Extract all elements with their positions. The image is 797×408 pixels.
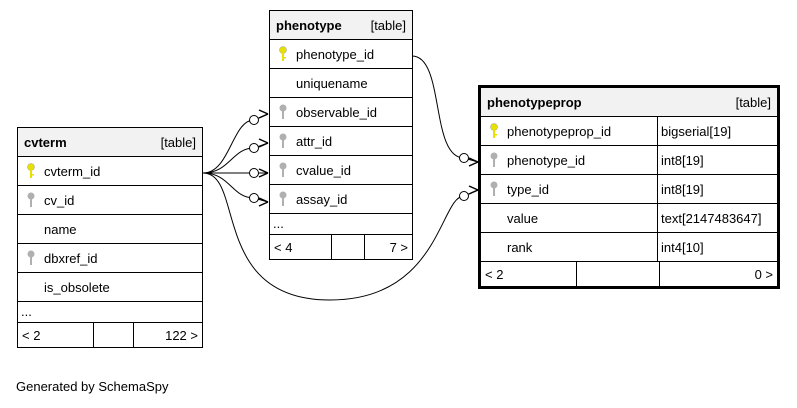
primary-key-icon	[18, 163, 44, 179]
column-row[interactable]: phenotypeprop_id bigserial[19]	[481, 117, 777, 146]
parents-count[interactable]: < 4	[270, 235, 332, 259]
foreign-key-icon	[481, 181, 507, 197]
foreign-key-icon	[481, 152, 507, 168]
column-name: cv_id	[44, 192, 75, 208]
column-name: rank	[507, 239, 533, 255]
column-row[interactable]: assay_id	[270, 185, 412, 214]
foreign-key-icon	[270, 162, 296, 178]
link-cvterm-observable	[202, 113, 269, 174]
column-name: cvterm_id	[44, 163, 101, 179]
children-count[interactable]: 122 >	[165, 327, 198, 343]
column-type: int8[19]	[657, 146, 777, 174]
column-name: phenotypeprop_id	[507, 123, 612, 139]
column-row[interactable]: dbxref_id	[18, 244, 202, 273]
column-type: bigserial[19]	[657, 117, 777, 145]
link-phenotype-phenotypeprop	[411, 55, 479, 163]
column-name: type_id	[507, 181, 549, 197]
column-row[interactable]: uniquename	[270, 69, 412, 98]
column-row[interactable]: cvterm_id	[18, 157, 202, 186]
generated-by-label: Generated by SchemaSpy	[16, 379, 169, 394]
column-type: int8[19]	[657, 175, 777, 203]
table-footer: < 4 7 >	[270, 235, 412, 259]
table-kind: [table]	[735, 94, 771, 110]
table-header: phenotype [table]	[270, 11, 412, 40]
column-row[interactable]: phenotype_id	[270, 40, 412, 69]
column-name: assay_id	[296, 191, 348, 207]
column-row[interactable]: phenotype_id int8[19]	[481, 146, 777, 175]
foreign-key-icon	[270, 104, 296, 120]
column-name: is_obsolete	[44, 279, 110, 295]
column-name: phenotype_id	[507, 152, 586, 168]
column-row[interactable]: cvalue_id	[270, 156, 412, 185]
column-row[interactable]: is_obsolete	[18, 273, 202, 302]
table-name: cvterm	[24, 134, 67, 150]
parents-count[interactable]: < 2	[18, 323, 94, 347]
table-header: phenotypeprop [table]	[481, 88, 777, 117]
table-header: cvterm [table]	[18, 128, 202, 157]
column-row[interactable]: attr_id	[270, 127, 412, 156]
table-kind: [table]	[160, 134, 196, 150]
column-name: cvalue_id	[296, 162, 351, 178]
more-columns: ...	[270, 214, 412, 235]
table-name: phenotype	[276, 17, 342, 33]
primary-key-icon	[270, 46, 296, 62]
primary-key-icon	[481, 123, 507, 139]
column-name: name	[44, 221, 77, 237]
column-row[interactable]: observable_id	[270, 98, 412, 127]
column-row[interactable]: cv_id	[18, 186, 202, 215]
table-footer: < 2 0 >	[481, 262, 777, 286]
column-row[interactable]: rank int4[10]	[481, 233, 777, 262]
table-phenotype[interactable]: phenotype [table] phenotype_id uniquenam…	[269, 10, 413, 260]
column-name: value	[507, 210, 539, 226]
column-name: uniquename	[296, 75, 368, 91]
parents-count[interactable]: < 2	[481, 262, 577, 286]
more-columns: ...	[18, 302, 202, 323]
children-count[interactable]: 7 >	[389, 239, 408, 255]
column-type: text[2147483647]	[657, 204, 777, 232]
foreign-key-icon	[270, 191, 296, 207]
table-kind: [table]	[370, 17, 406, 33]
column-name: attr_id	[296, 133, 333, 149]
column-name: observable_id	[296, 104, 377, 120]
table-cvterm[interactable]: cvterm [table] cvterm_id cv_id name dbxr…	[17, 127, 203, 348]
table-footer: < 2 122 >	[18, 323, 202, 347]
column-type: int4[10]	[657, 233, 777, 261]
column-row[interactable]: value text[2147483647]	[481, 204, 777, 233]
foreign-key-icon	[18, 250, 44, 266]
column-name: dbxref_id	[44, 250, 98, 266]
column-name: phenotype_id	[296, 46, 375, 62]
foreign-key-icon	[270, 133, 296, 149]
column-row[interactable]: type_id int8[19]	[481, 175, 777, 204]
foreign-key-icon	[18, 192, 44, 208]
column-row[interactable]: name	[18, 215, 202, 244]
table-phenotypeprop[interactable]: phenotypeprop [table] phenotypeprop_id b…	[478, 85, 780, 289]
children-count[interactable]: 0 >	[754, 266, 773, 282]
link-cvterm-type	[202, 172, 479, 301]
table-name: phenotypeprop	[487, 94, 582, 110]
